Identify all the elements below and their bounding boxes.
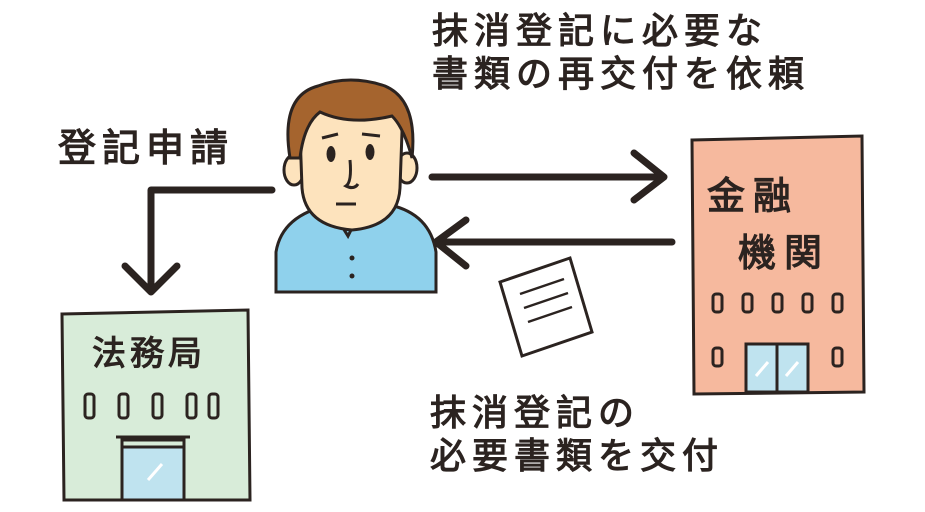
bank-name-line1: 金融 xyxy=(707,174,800,218)
arrow-left-icon xyxy=(432,216,676,270)
building-icon xyxy=(60,308,252,502)
arrow-down-icon xyxy=(121,186,276,296)
issue-label-line1: 抹消登記の xyxy=(430,393,641,434)
request-label-line2: 書類の再交付を依頼 xyxy=(432,54,811,96)
request-label: 抹消登記に必要な 書類の再交付を依頼 xyxy=(432,10,810,96)
registration-label: 登記申請 xyxy=(58,126,235,170)
request-label-line1: 抹消登記に必要な xyxy=(432,11,769,52)
legal-affairs-bureau-name: 法務局 xyxy=(92,334,206,374)
arrow-right-icon xyxy=(428,149,668,204)
issue-label: 抹消登記の 必要書類を交付 xyxy=(430,392,724,478)
document-icon xyxy=(498,256,594,358)
bank-building-icon xyxy=(690,134,866,396)
bank-name-line2: 機関 xyxy=(738,231,831,275)
issue-label-line2: 必要書類を交付 xyxy=(430,436,725,478)
person-icon xyxy=(274,78,438,294)
